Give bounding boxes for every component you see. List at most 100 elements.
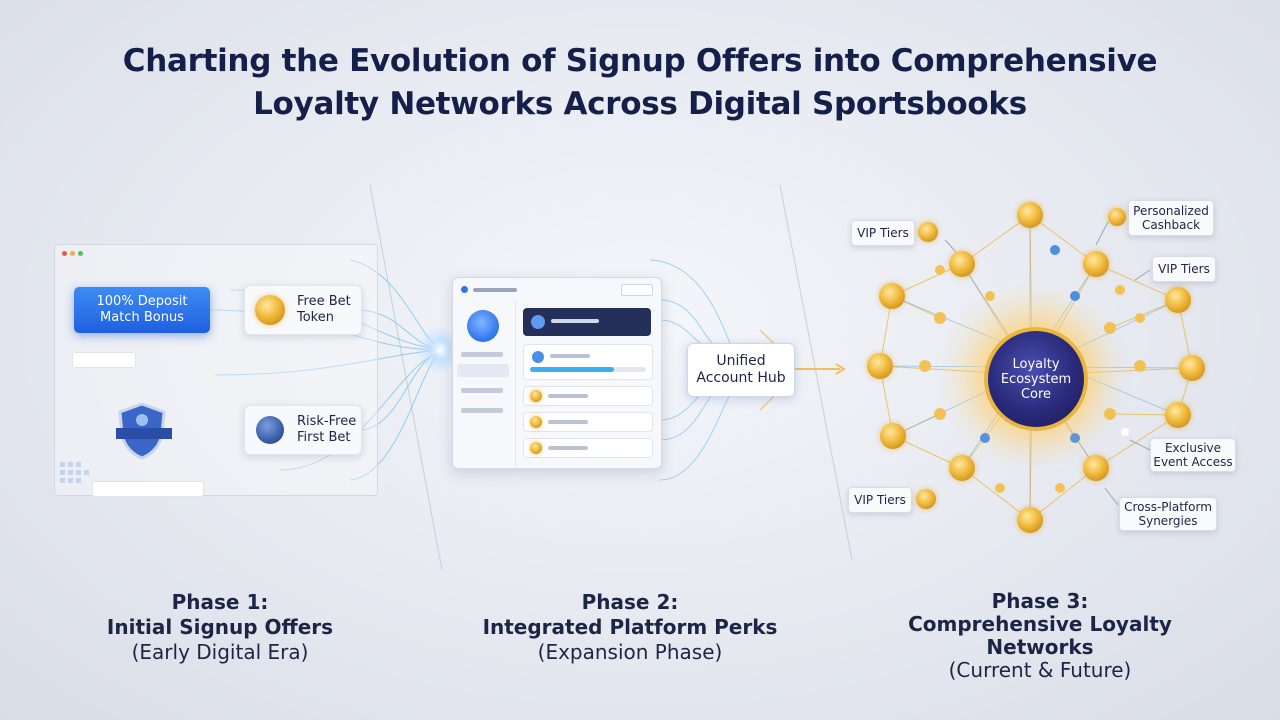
label-cross-platform-synergies: Cross-Platform Synergies	[1119, 497, 1217, 531]
window-close-dot	[62, 251, 67, 256]
sidebar-item-3[interactable]	[461, 388, 503, 393]
sidebar-item-4[interactable]	[461, 408, 503, 413]
cross-line-1: Cross-Platform	[1124, 500, 1212, 514]
highlight-row[interactable]	[523, 308, 651, 336]
event-line-1: Exclusive	[1164, 441, 1222, 455]
label-exclusive-event-access: Exclusive Event Access	[1150, 438, 1236, 472]
gold-coin-icon	[530, 416, 542, 428]
user-coin-icon	[879, 283, 905, 309]
gold-coin-icon	[530, 390, 542, 402]
title-line-1: Charting the Evolution of Signup Offers …	[122, 43, 1158, 79]
avatar	[467, 310, 499, 342]
gold-coin-icon	[255, 295, 285, 325]
vip-tiers-text: VIP Tiers	[854, 493, 906, 507]
event-line-2: Event Access	[1153, 455, 1233, 469]
risk-free-line-1: Risk-Free	[297, 414, 357, 429]
sidebar	[453, 300, 516, 467]
core-line-2: Ecosystem	[1000, 371, 1072, 387]
label-vip-tiers-1: VIP Tiers	[851, 220, 915, 246]
user-coin-icon	[949, 455, 975, 481]
user-coin-icon	[916, 489, 936, 509]
label-vip-tiers-2: VIP Tiers	[1152, 256, 1216, 282]
network-small-nodes	[919, 245, 1146, 493]
user-coin-icon	[1165, 287, 1191, 313]
phase2-flow-lines	[649, 259, 731, 481]
user-coin-icon	[1083, 455, 1109, 481]
risk-free-line-2: First Bet	[297, 430, 351, 445]
progress-row[interactable]	[523, 344, 653, 380]
sidebar-item-1[interactable]	[461, 352, 503, 357]
vip-tiers-text: VIP Tiers	[1158, 262, 1210, 276]
placeholder-footer-bar	[92, 481, 204, 497]
row-text-bar	[548, 420, 588, 424]
shield-badge-icon	[116, 402, 172, 460]
phase1-label: Phase 1: Initial Signup Offers (Early Di…	[90, 590, 350, 665]
deposit-match-bonus-button[interactable]: 100% Deposit Match Bonus	[74, 287, 210, 333]
window-minimize-dot	[70, 251, 75, 256]
phase3-label: Phase 3: Comprehensive Loyalty Networks …	[900, 590, 1180, 682]
window-dot-icon	[461, 286, 468, 293]
core-line-1: Loyalty	[1012, 356, 1060, 372]
user-coin-icon	[880, 423, 906, 449]
cashback-line-2: Cashback	[1141, 218, 1201, 232]
list-item[interactable]	[523, 412, 653, 432]
phase3-title: Phase 3:	[991, 589, 1089, 613]
vip-tiers-text: VIP Tiers	[857, 226, 909, 240]
list-item[interactable]	[523, 438, 653, 458]
phase1-browser-window	[54, 244, 378, 496]
phase3-name-line-2: Networks	[986, 635, 1094, 659]
row-icon	[531, 315, 545, 329]
placeholder-input-bar	[72, 352, 136, 368]
progress-fill	[530, 367, 614, 372]
label-vip-tiers-3: VIP Tiers	[848, 487, 912, 513]
free-bet-token-card[interactable]: Free Bet Token	[244, 285, 362, 335]
hub-line-2: Account Hub	[696, 370, 786, 386]
phase1-title: Phase 1:	[171, 590, 269, 614]
list-item[interactable]	[523, 386, 653, 406]
user-coin-icon	[1179, 355, 1205, 381]
risk-free-first-bet-card[interactable]: Risk-Free First Bet	[244, 405, 362, 455]
hub-arrow-head	[835, 363, 846, 375]
window-maximize-dot	[78, 251, 83, 256]
row-text-bar	[548, 394, 588, 398]
user-coin-icon	[949, 251, 975, 277]
deposit-line-1: 100% Deposit	[96, 294, 188, 309]
phase2-name: Integrated Platform Perks	[482, 615, 778, 639]
phase1-subtitle: (Early Digital Era)	[131, 640, 309, 664]
free-bet-line-1: Free Bet	[297, 294, 351, 309]
gold-coin-icon	[530, 442, 542, 454]
row-text-bar	[548, 446, 588, 450]
phase3-name-line-1: Comprehensive Loyalty	[908, 612, 1172, 636]
page-title: Charting the Evolution of Signup Offers …	[0, 40, 1280, 126]
row-text-bar	[550, 354, 590, 358]
row-text-bar	[551, 319, 599, 323]
deposit-line-2: Match Bonus	[100, 310, 184, 325]
user-coin-icon	[1108, 208, 1126, 226]
user-shield-icon	[256, 416, 284, 444]
loyalty-ecosystem-core[interactable]: Loyalty Ecosystem Core	[984, 327, 1088, 431]
progress-track	[530, 367, 646, 372]
phase2-dashboard-window	[452, 277, 662, 469]
phase2-label: Phase 2: Integrated Platform Perks (Expa…	[470, 590, 790, 665]
user-coin-icon	[918, 222, 938, 242]
cashback-line-1: Personalized	[1133, 204, 1209, 218]
phase3-subtitle: (Current & Future)	[948, 658, 1132, 682]
label-personalized-cashback: Personalized Cashback	[1128, 200, 1214, 236]
phase1-name: Initial Signup Offers	[106, 615, 334, 639]
user-coin-icon	[1083, 251, 1109, 277]
window-title-bar	[473, 288, 517, 292]
row-icon	[532, 351, 544, 363]
title-line-2: Loyalty Networks Across Digital Sportsbo…	[253, 86, 1027, 122]
window-controls	[621, 284, 653, 296]
sidebar-item-2[interactable]	[457, 364, 509, 377]
free-bet-line-2: Token	[297, 310, 334, 325]
hub-line-1: Unified	[716, 353, 766, 369]
user-coin-icon	[1017, 507, 1043, 533]
phase2-subtitle: (Expansion Phase)	[537, 640, 723, 664]
core-line-3: Core	[1020, 386, 1052, 402]
unified-account-hub[interactable]: Unified Account Hub	[687, 343, 795, 397]
cross-line-2: Synergies	[1138, 514, 1198, 528]
user-coin-icon	[1017, 202, 1043, 228]
phase2-title: Phase 2:	[581, 590, 679, 614]
user-coin-icon	[867, 353, 893, 379]
